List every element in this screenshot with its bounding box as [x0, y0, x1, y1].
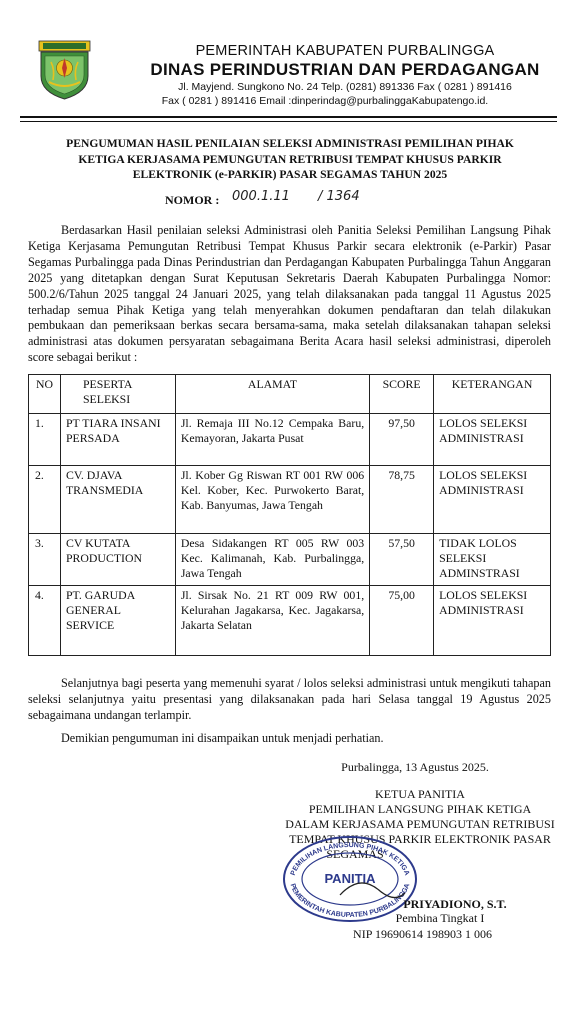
table-header-row: NO PESERTA SELEKSI ALAMAT SCORE KETERANG…: [28, 374, 551, 414]
header-no: NO: [28, 374, 61, 414]
closing-paragraph: Demikian pengumuman ini disampaikan untu…: [61, 731, 384, 745]
signature-nip: NIP 19690614 198903 1 006: [353, 927, 492, 941]
cell-no: 4.: [28, 585, 61, 656]
signature-rank: Pembina Tingkat I: [395, 911, 485, 925]
cell-alamat: Jl. Sirsak No. 21 RT 009 RW 001, Kelurah…: [174, 585, 371, 656]
cell-keterangan: TIDAK LOLOS SELEKSI ADMINSTRASI: [433, 533, 551, 586]
cell-score: 75,00: [369, 585, 435, 656]
letterhead-thick-rule: [20, 116, 557, 118]
cell-alamat: Jl. Remaja III No.12 Cempaka Baru, Kemay…: [174, 413, 371, 466]
cell-alamat: Desa Sidakangen RT 005 RW 003 Kec. Kalim…: [174, 533, 371, 586]
kop-contact: Fax ( 0281 ) 891416 Email :dinperindag@p…: [161, 95, 489, 107]
table-row: 2. CV. DJAVA TRANSMEDIA Jl. Kober Gg Ris…: [28, 465, 551, 534]
results-table: NO PESERTA SELEKSI ALAMAT SCORE KETERANG…: [28, 374, 551, 656]
cell-peserta: PT TIARA INSANI PERSADA: [59, 413, 176, 466]
cell-peserta: CV. DJAVA TRANSMEDIA: [59, 465, 176, 534]
nomor-label: NOMOR :: [165, 193, 220, 207]
cell-keterangan: LOLOS SELEKSI ADMINISTRASI: [433, 585, 551, 656]
cell-peserta: PT. GARUDA GENERAL SERVICE: [59, 585, 176, 656]
purbalingga-emblem-icon: [38, 40, 91, 100]
header-score: SCORE: [369, 374, 435, 414]
table-row: 1. PT TIARA INSANI PERSADA Jl. Remaja II…: [28, 413, 551, 466]
cell-no: 3.: [28, 533, 61, 586]
signature-block: KETUA PANITIA PEMILIHAN LANGSUNG PIHAK K…: [270, 787, 570, 862]
followup-paragraph: Selanjutnya bagi peserta yang memenuhi s…: [28, 676, 551, 722]
kop-department: DINAS PERINDUSTRIAN DAN PERDAGANGAN: [150, 60, 540, 79]
signature-role-market: SEGAMAS: [326, 847, 384, 861]
signature-role-cooperation: DALAM KERJASAMA PEMUNGUTAN RETRIBUSI: [285, 817, 555, 831]
signature-scribble-icon: [339, 882, 406, 899]
signature-role-committee: PEMILIHAN LANGSUNG PIHAK KETIGA: [308, 802, 532, 816]
cell-keterangan: LOLOS SELEKSI ADMINISTRASI: [433, 413, 551, 466]
cell-no: 2.: [28, 465, 61, 534]
header-alamat: ALAMAT: [174, 374, 371, 414]
signature-name: PRIYADIONO, S.T.: [403, 897, 507, 911]
table-row: 4. PT. GARUDA GENERAL SERVICE Jl. Sirsak…: [28, 585, 551, 656]
header-peserta: PESERTA SELEKSI: [59, 374, 176, 414]
cell-score: 57,50: [369, 533, 435, 586]
cell-score: 78,75: [369, 465, 435, 534]
signature-place-date: Purbalingga, 13 Agustus 2025.: [341, 760, 489, 774]
nomor-handwritten-sequence: / 1364: [318, 189, 360, 204]
cell-peserta: CV KUTATA PRODUCTION: [59, 533, 176, 586]
table-row: 3. CV KUTATA PRODUCTION Desa Sidakangen …: [28, 533, 551, 586]
signature-role-parking: TEMPAT KHUSUS PARKIR ELEKTRONIK PASAR: [289, 832, 551, 846]
document-title: PENGUMUMAN HASIL PENILAIAN SELEKSI ADMIN…: [66, 137, 514, 181]
cell-no: 1.: [28, 413, 61, 466]
opening-paragraph: Berdasarkan Hasil penilaian seleksi Admi…: [28, 223, 551, 365]
committee-stamp: PEMILIHAN LANGSUNG PIHAK KETIGA PEMERINT…: [283, 836, 417, 922]
letterhead: PEMERINTAH KABUPATEN PURBALINGGA DINAS P…: [0, 0, 575, 115]
kop-government: PEMERINTAH KABUPATEN PURBALINGGA: [195, 43, 495, 59]
cell-keterangan: LOLOS SELEKSI ADMINISTRASI: [433, 465, 551, 534]
letterhead-thin-rule: [20, 121, 557, 122]
kop-address: Jl. Mayjend. Sungkono No. 24 Telp. (0281…: [178, 81, 512, 93]
cell-alamat: Jl. Kober Gg Riswan RT 001 RW 006 Kel. K…: [174, 465, 371, 534]
cell-score: 97,50: [369, 413, 435, 466]
signature-role-chair: KETUA PANITIA: [375, 787, 465, 801]
nomor-handwritten-number: 000.1.11: [232, 189, 290, 204]
header-keterangan: KETERANGAN: [433, 374, 551, 414]
